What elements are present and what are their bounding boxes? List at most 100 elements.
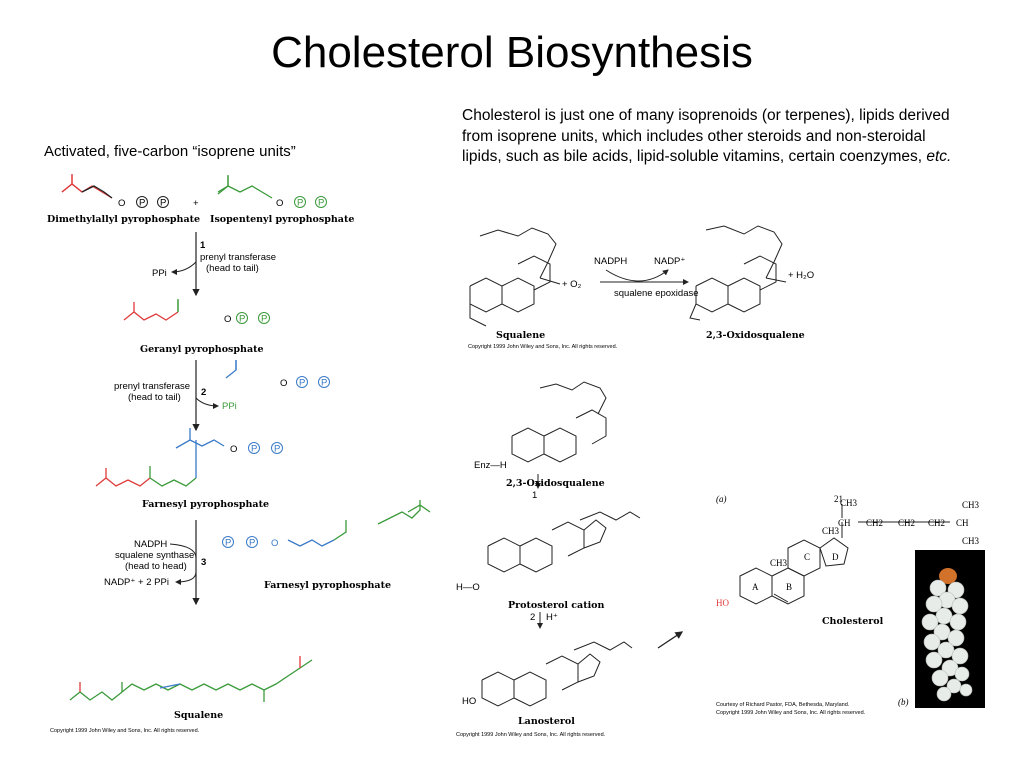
left-copyright: Copyright 1999 John Wiley and Sons, Inc.… (50, 728, 200, 734)
isoprene-caption: Activated, five-carbon “isoprene units” (44, 143, 296, 160)
cholesterol-credit-1: Courtesy of Richard Pastor, FDA, Bethesd… (716, 702, 850, 708)
geranyl-o: O (224, 314, 231, 325)
step3-products: NADP⁺ + 2 PPi (104, 577, 169, 588)
ring-c: C (804, 552, 810, 562)
ipp-label: Isopentenyl pyrophosphate (210, 214, 354, 225)
description-text: Cholesterol is just one of many isopreno… (462, 106, 962, 168)
cholesterol-ho: HO (716, 598, 729, 608)
cholesterol-structure (739, 504, 950, 605)
description-main: Cholesterol is just one of many isopreno… (462, 107, 950, 165)
ipp-p2: P (318, 198, 324, 209)
enz-h-label: Enz—H (474, 460, 507, 471)
step2-enzyme: prenyl transferase (114, 381, 190, 392)
ch3-19: CH3 (770, 558, 788, 568)
step2-note: (head to tail) (128, 392, 181, 403)
oxidosqualene-top-label: 2,3-Oxidosqualene (706, 330, 805, 341)
o2-label: + O₂ (562, 279, 582, 290)
step3-p2: P (249, 538, 255, 549)
space-filling-model (915, 550, 985, 708)
dmapp-o: O (118, 198, 125, 209)
step2-p2: P (321, 378, 327, 389)
step1-note: (head to tail) (206, 263, 259, 274)
dmapp-phosphate-2 (157, 196, 169, 208)
nadph-top: NADPH (594, 256, 627, 267)
step3-p1: P (225, 538, 231, 549)
step3-number: 3 (201, 557, 206, 568)
panel-a-label: (a) (716, 494, 727, 504)
cholesterol-label: Cholesterol (822, 616, 884, 627)
ipp-phosphate-2 (315, 196, 327, 208)
epoxidation-labels: + O₂ NADPH NADP⁺ squalene epoxidase + H₂… (468, 256, 814, 350)
protosterol-ho: H—O (456, 582, 480, 593)
squalene-label: Squalene (174, 710, 223, 721)
step3-nadph: NADPH (134, 539, 167, 550)
dmapp-p1: P (139, 198, 145, 209)
step2-p1: P (299, 378, 305, 389)
lanosterol-ho: HO (462, 696, 476, 707)
epoxidation-reaction (469, 225, 787, 327)
cholesterol-labels: (a) 21 CH3 CH CH2 CH2 CH2 CH CH3 CH3 CH3… (716, 494, 980, 716)
farnesyl-label: Farnesyl pyrophosphate (142, 499, 269, 510)
c21-label: 21 (834, 494, 843, 504)
middle-copyright: Copyright 1999 John Wiley and Sons, Inc.… (456, 732, 606, 738)
description-etc: etc. (926, 148, 952, 165)
lanosterol-label: Lanosterol (518, 716, 575, 727)
step2-ppi: PPi (222, 401, 237, 412)
ipp-p1: P (297, 198, 303, 209)
step1-enzyme: prenyl transferase (200, 252, 276, 263)
ch-20: CH (838, 518, 851, 528)
step2-o: O (280, 378, 287, 389)
dmapp-phosphate-1 (136, 196, 148, 208)
dmapp-label: Dimethylallyl pyrophosphate (47, 214, 200, 225)
cholesterol-credit-2: Copyright 1999 John Wiley and Sons, Inc.… (716, 710, 866, 716)
geranyl-skeleton (123, 311, 179, 321)
dmapp-skeleton (61, 175, 73, 193)
ch2-24: CH2 (928, 518, 945, 528)
step3-enzyme: squalene synthase (115, 550, 194, 561)
ch3-21: CH3 (840, 498, 858, 508)
ring-a: A (752, 582, 759, 592)
panel-b-label: (b) (898, 697, 909, 707)
step3-o: O (271, 538, 278, 549)
cyclization-step2: 2 (530, 612, 535, 623)
cyclization-scheme (481, 381, 641, 707)
squalene-skeleton (69, 659, 313, 701)
pointer-arrow (657, 631, 684, 649)
h-plus-label: H⁺ (546, 612, 558, 623)
plus-sign: + (193, 198, 199, 209)
squalene-top-label: Squalene (496, 330, 545, 341)
step1-number: 1 (200, 240, 206, 251)
farnesyl-p1: P (251, 444, 257, 455)
nadp-top: NADP⁺ (654, 256, 685, 267)
dmapp-chain (71, 183, 113, 199)
ch2-23: CH2 (898, 518, 915, 528)
ch-25: CH (956, 518, 969, 528)
geranyl-p2: P (261, 314, 267, 325)
epoxidase-enzyme: squalene epoxidase (614, 288, 699, 299)
cyclization-labels: Enz—H 2,3-Oxidosqualene 1 H—O Protostero… (456, 460, 606, 738)
farnesyl-right-label: Farnesyl pyrophosphate (264, 580, 391, 591)
geranyl-label: Geranyl pyrophosphate (140, 344, 264, 355)
step3-note: (head to head) (125, 561, 187, 572)
top-copyright: Copyright 1999 John Wiley and Sons, Inc.… (468, 344, 618, 350)
step2-number: 2 (201, 387, 206, 398)
farnesyl-skeleton (95, 477, 151, 487)
geranyl-p1: P (239, 314, 245, 325)
ch3-26: CH3 (962, 500, 980, 510)
left-labels: O P P + O P P Dimethylallyl pyrophosphat… (47, 196, 391, 734)
ch2-22: CH2 (866, 518, 883, 528)
cyclization-step1: 1 (532, 490, 537, 501)
ring-b: B (786, 582, 792, 592)
left-pathway (61, 174, 431, 702)
slide-title: Cholesterol Biosynthesis (271, 28, 753, 77)
farnesyl-p2: P (274, 444, 280, 455)
protosterol-label: Protosterol cation (508, 600, 605, 611)
ipp-phosphate-1 (294, 196, 306, 208)
dmapp-p2: P (160, 198, 166, 209)
ring-d: D (832, 552, 839, 562)
farnesyl-o: O (230, 444, 237, 455)
step1-ppi: PPi (152, 268, 167, 279)
ch3-27: CH3 (962, 536, 980, 546)
h2o-label: + H₂O (788, 270, 814, 281)
